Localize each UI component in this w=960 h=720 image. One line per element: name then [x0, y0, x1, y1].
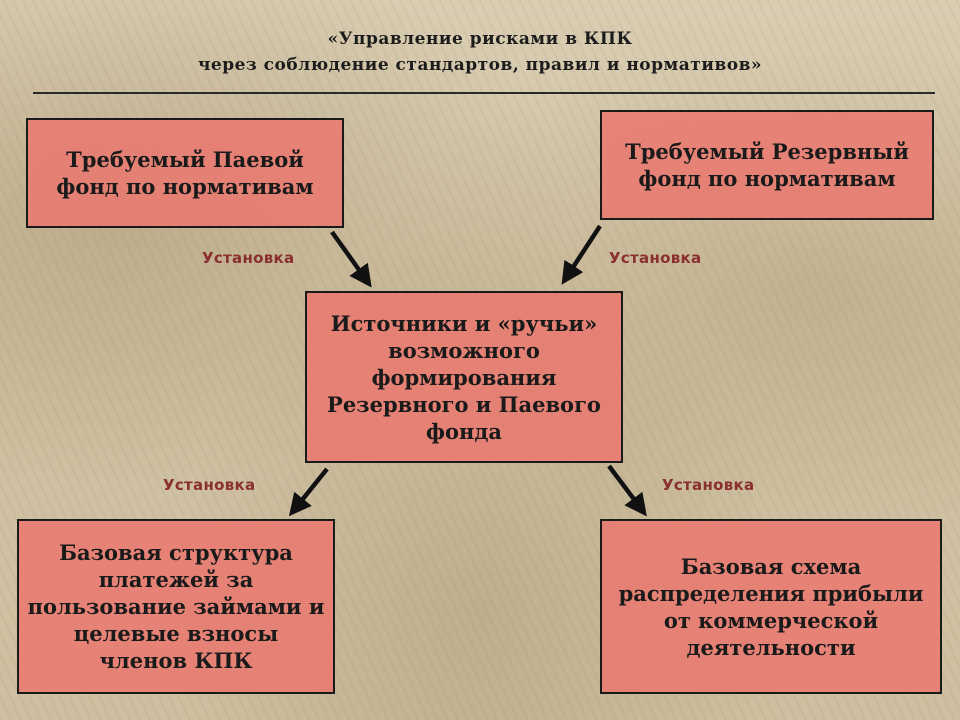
box-required-reserve-fund-text: Требуемый Резервный фонд по нормативам: [625, 139, 909, 191]
title-line-1: «Управление рисками в КПК: [327, 29, 633, 49]
label-setup-top-left: Установка: [202, 249, 295, 267]
box-profit-distribution-text: Базовая схема распределения прибыли от к…: [618, 553, 924, 660]
arrow-share-fund-to-sources: [330, 230, 372, 288]
label-setup-top-right: Установка: [609, 249, 702, 267]
label-setup-bottom-left: Установка: [163, 476, 256, 494]
box-required-reserve-fund: Требуемый Резервный фонд по нормативам: [600, 110, 934, 220]
box-payment-structure: Базовая структура платежей за пользовани…: [17, 519, 335, 694]
arrow-sources-to-payment-structure: [288, 467, 329, 517]
box-payment-structure-text: Базовая структура платежей за пользовани…: [27, 540, 325, 673]
title-line-2: через соблюдение стандартов, правил и но…: [197, 55, 763, 75]
box-required-share-fund-text: Требуемый Паевой фонд по нормативам: [56, 147, 314, 199]
page-title: «Управление рисками в КПК через соблюден…: [0, 26, 960, 78]
arrow-reserve-fund-to-sources: [561, 224, 602, 285]
title-divider: [33, 92, 935, 94]
box-profit-distribution: Базовая схема распределения прибыли от к…: [600, 519, 942, 694]
arrow-sources-to-profit-distribution: [607, 464, 647, 517]
box-required-share-fund: Требуемый Паевой фонд по нормативам: [26, 118, 344, 228]
box-fund-sources-text: Источники и «ручьи» возможного формирова…: [327, 310, 601, 444]
label-setup-bottom-right: Установка: [662, 476, 755, 494]
box-fund-sources: Источники и «ручьи» возможного формирова…: [305, 291, 623, 463]
